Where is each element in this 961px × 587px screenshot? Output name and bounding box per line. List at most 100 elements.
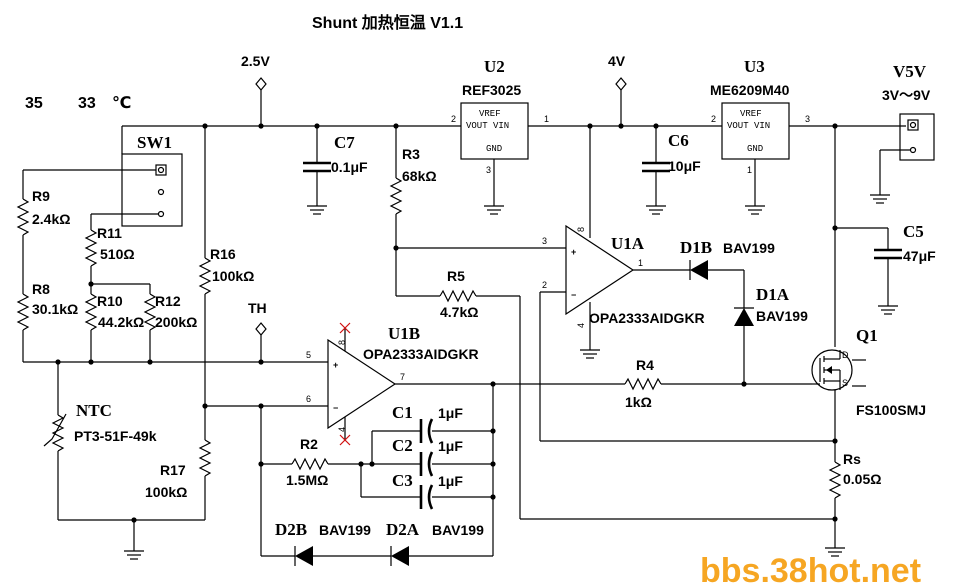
r5-resistor <box>624 377 662 391</box>
svg-text:7: 7 <box>400 372 405 382</box>
rail-v5v-label: V5V <box>893 62 927 81</box>
c6-value: 10μF <box>668 158 701 174</box>
d2b-diode <box>294 546 313 566</box>
d1b-diode <box>689 260 708 280</box>
r12-ref: R12 <box>155 293 181 309</box>
svg-text:GND: GND <box>486 144 502 154</box>
d2a-part: BAV199 <box>432 522 484 538</box>
svg-text:1: 1 <box>544 114 549 124</box>
ground-symbol <box>124 550 144 560</box>
d2b-ref: D2B <box>275 520 307 539</box>
r16-value: 100kΩ <box>212 268 254 284</box>
svg-text:D: D <box>842 350 849 360</box>
svg-text:3: 3 <box>486 165 491 175</box>
r8-resistor <box>16 293 30 331</box>
c7-ref: C7 <box>334 133 355 152</box>
d1b-part: BAV199 <box>723 240 775 256</box>
rail-v5v-range: 3V～9V <box>882 87 931 103</box>
u2-regulator: VREF VOUT VIN GND 2 1 3 <box>451 102 549 175</box>
temp-setpoint-high: 35 <box>25 95 43 112</box>
temp-unit: ℃ <box>112 95 131 112</box>
r10-value: 44.2kΩ <box>98 314 144 330</box>
ntc-thermistor <box>51 414 65 452</box>
r4-resistor <box>439 289 477 303</box>
svg-text:2: 2 <box>451 114 456 124</box>
r3-resistor <box>389 177 403 215</box>
c5-ref: C5 <box>903 222 924 241</box>
svg-text:4: 4 <box>576 323 586 328</box>
r12-resistor <box>143 293 157 331</box>
r10-resistor <box>84 293 98 331</box>
svg-text:S: S <box>842 378 848 388</box>
v5v-connector <box>899 113 935 161</box>
ground-symbol <box>870 194 890 204</box>
r4-value: 4.7kΩ <box>440 304 478 320</box>
q1-ref: Q1 <box>856 326 878 345</box>
sw1-switch <box>121 153 183 227</box>
r16-resistor <box>198 257 212 295</box>
ground-symbol <box>484 205 504 215</box>
svg-text:VOUT VIN: VOUT VIN <box>727 121 770 131</box>
rail-4v-marker <box>615 77 627 91</box>
ground-symbol <box>580 349 600 359</box>
ntc-part: PT3-51F-49k <box>74 428 157 444</box>
svg-text:−: − <box>333 403 338 413</box>
svg-text:GND: GND <box>747 144 763 154</box>
svg-text:1: 1 <box>747 165 752 175</box>
svg-text:2: 2 <box>711 114 716 124</box>
c2-ref: C2 <box>392 436 413 455</box>
r12-value: 200kΩ <box>155 314 197 330</box>
d1a-diode <box>734 307 754 326</box>
svg-text:VOUT VIN: VOUT VIN <box>466 121 509 131</box>
svg-text:+: + <box>333 360 338 370</box>
ground-symbol <box>825 547 845 557</box>
r10-ref: R10 <box>97 293 123 309</box>
r16-ref: R16 <box>210 246 236 262</box>
sw1-ref: SW1 <box>137 133 172 152</box>
test-point-th-marker <box>255 322 267 336</box>
r2-ref: R2 <box>300 436 318 452</box>
svg-text:1: 1 <box>638 258 643 268</box>
svg-text:2: 2 <box>542 280 547 290</box>
svg-text:3: 3 <box>805 114 810 124</box>
no-connect-marker <box>339 322 351 334</box>
q1-mosfet: D S <box>811 349 866 391</box>
r3-value: 68kΩ <box>402 168 437 184</box>
c3-value: 1μF <box>438 473 463 489</box>
svg-text:8: 8 <box>337 340 347 345</box>
u3-ref: U3 <box>744 57 765 76</box>
ground-symbol <box>745 205 765 215</box>
watermark: bbs.38hot.net <box>700 552 921 587</box>
temp-setpoint-low: 33 <box>78 95 96 112</box>
c6-ref: C6 <box>668 131 689 150</box>
svg-text:4: 4 <box>337 427 347 432</box>
r4-ref: R5 <box>447 268 465 284</box>
rs-value: 0.05Ω <box>843 471 881 487</box>
svg-text:5: 5 <box>306 350 311 360</box>
r9-resistor <box>16 198 30 236</box>
u3-part: ME6209M40 <box>710 82 790 98</box>
c2-capacitor <box>419 451 434 477</box>
d2a-diode <box>390 546 409 566</box>
c3-capacitor <box>419 484 434 510</box>
u3-regulator: VREF VOUT VIN GND 2 3 1 <box>711 102 810 175</box>
u1b-part: OPA2333AIDGKR <box>363 346 479 362</box>
r2-resistor <box>291 457 329 471</box>
ntc-ref: NTC <box>76 401 112 420</box>
d2a-ref: D2A <box>386 520 420 539</box>
r2-value: 1.5MΩ <box>286 472 328 488</box>
d1a-ref: D1A <box>756 285 790 304</box>
r9-value: 2.4kΩ <box>32 211 70 227</box>
c7-value: 0.1μF <box>331 159 368 175</box>
rail-4v-label: 4V <box>608 53 626 69</box>
svg-text:+: + <box>571 247 576 257</box>
svg-text:6: 6 <box>306 394 311 404</box>
r17-resistor <box>198 439 212 477</box>
svg-text:VREF: VREF <box>740 109 762 119</box>
ground-symbol <box>646 205 666 215</box>
c3-ref: C3 <box>392 471 413 490</box>
schematic-title: Shunt 加热恒温 V1.1 <box>312 13 463 32</box>
r8-value: 30.1kΩ <box>32 301 78 317</box>
r11-ref: R11 <box>97 225 122 241</box>
